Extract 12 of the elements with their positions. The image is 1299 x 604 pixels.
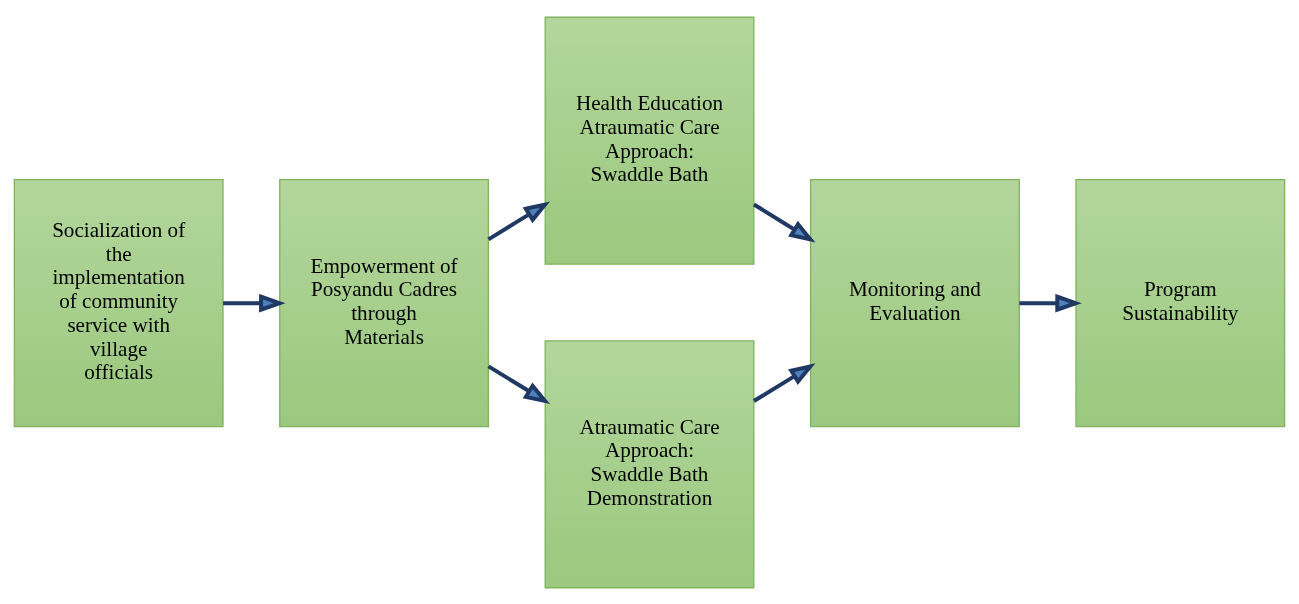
arrow	[752, 362, 816, 403]
node-box: Program Sustainability	[1075, 178, 1286, 427]
arrow	[1019, 293, 1082, 312]
arrow	[752, 202, 816, 242]
node-box: Empowerment of Posyandu Cadres through Materials	[279, 178, 490, 427]
node-box: Monitoring and Evaluation	[809, 178, 1020, 427]
arrow	[487, 364, 551, 404]
node-box: Atraumatic Care Approach: Swaddle Bath Demonstration	[544, 339, 755, 588]
arrow	[487, 200, 551, 241]
arrow	[223, 293, 286, 312]
node-box: Socialization of the implementation of community service with village officials	[13, 178, 224, 427]
node-box: Health Education Atraumatic Care Approach: Swaddle Bath	[544, 16, 755, 265]
